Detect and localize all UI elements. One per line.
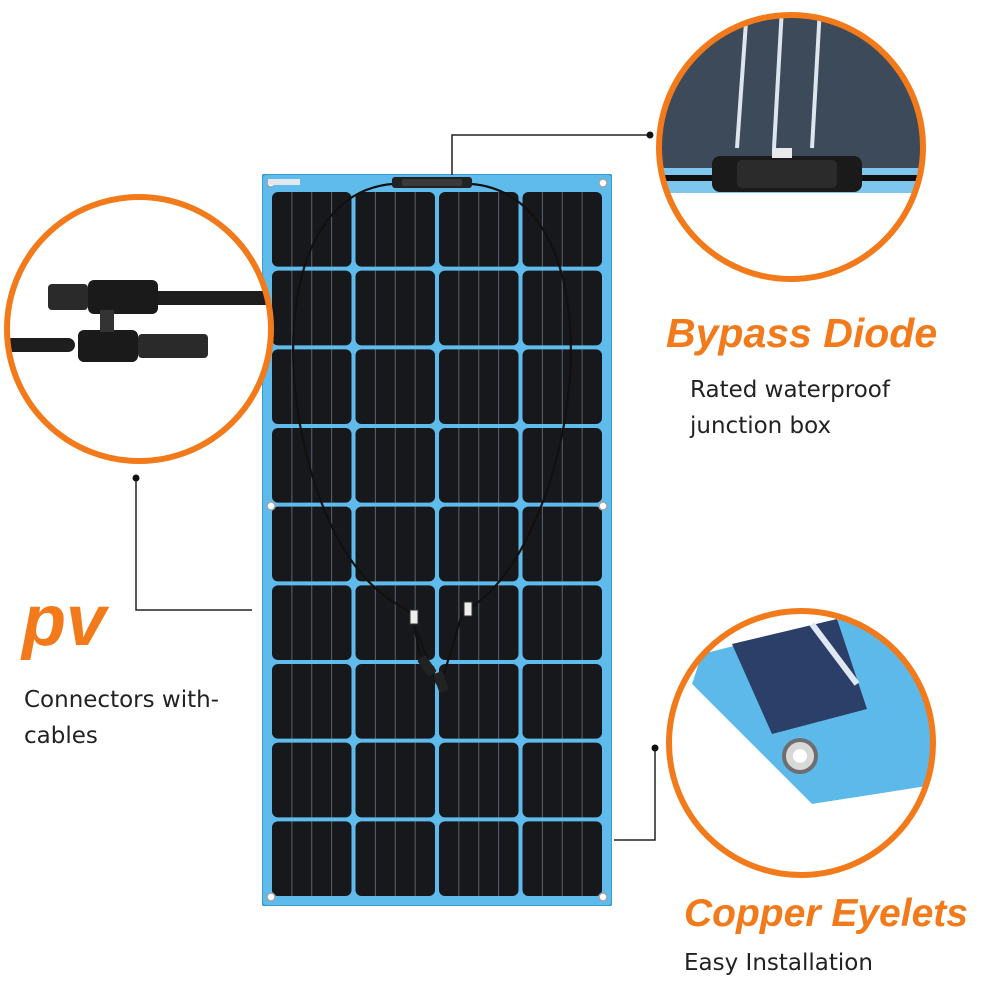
pv-caption-line1: Connectors with- [24,687,220,713]
pv-caption: Connectors with- cables [24,682,219,754]
pv-caption-line2: cables [24,723,98,749]
copper-eyelet-icon [666,608,936,878]
copper-eyelets-headline: Copper Eyelets [684,892,968,935]
connector-icon [409,601,473,693]
copper-eyelet-closeup [662,604,940,882]
copper-eyelets-caption: Easy Installation [684,945,873,981]
junction-box-icon [268,177,472,188]
bypass-diode-headline: Bypass Diode [666,310,938,356]
solar-panel [262,174,612,906]
bypass-caption-line2: junction box [690,413,832,439]
eyelets-caption-line1: Easy Installation [684,950,873,976]
solar-cells [272,192,602,896]
mc4-connector-icon [4,194,274,464]
bypass-caption-line1: Rated waterproof [690,377,890,403]
junction-box-closeup-icon [656,12,926,282]
pv-connector-closeup [0,190,278,468]
bypass-diode-closeup [652,8,930,286]
solar-panel-graphic [262,174,612,906]
bypass-diode-caption: Rated waterproof junction box [690,372,890,444]
pv-headline: pv [22,581,107,661]
